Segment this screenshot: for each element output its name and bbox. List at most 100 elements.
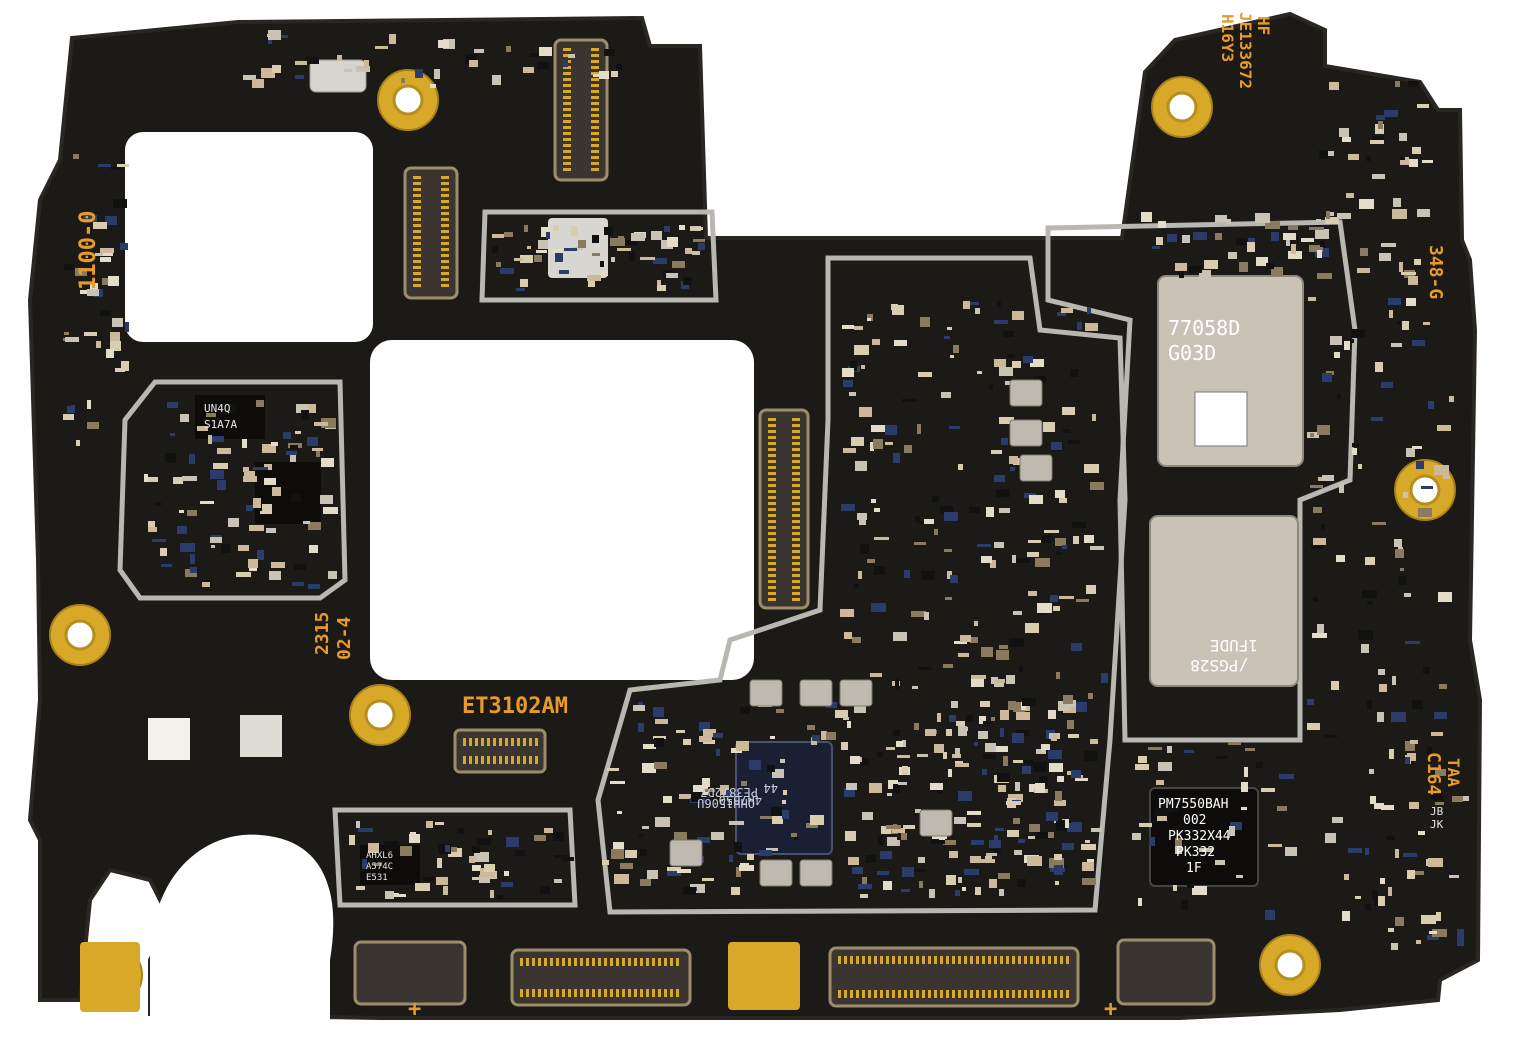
smd-part bbox=[720, 785, 729, 795]
connector-pin bbox=[591, 60, 599, 63]
bottom-left-cutout bbox=[150, 834, 334, 1039]
connector-pin bbox=[413, 188, 421, 191]
smd-part bbox=[180, 414, 189, 422]
connector-pin bbox=[574, 989, 577, 997]
smd-part bbox=[1434, 465, 1449, 475]
smd-part bbox=[1386, 836, 1395, 840]
connector-pin bbox=[493, 738, 496, 746]
smd-part bbox=[917, 424, 921, 434]
smd-part bbox=[985, 743, 996, 752]
connector-pin bbox=[441, 236, 449, 239]
smd-part bbox=[1236, 875, 1243, 878]
smd-part bbox=[1071, 770, 1081, 778]
smd-part bbox=[1016, 558, 1030, 563]
smd-part bbox=[161, 564, 172, 567]
connector-pin bbox=[792, 484, 800, 487]
connector-pin bbox=[493, 756, 496, 764]
smd-part bbox=[849, 392, 856, 396]
connector-pin bbox=[768, 538, 776, 541]
qorvo-text-4: 44 bbox=[764, 781, 778, 795]
smd-part bbox=[1033, 762, 1047, 772]
smd-part bbox=[1019, 666, 1023, 672]
smd-part bbox=[256, 400, 264, 407]
smd-part bbox=[602, 860, 609, 865]
connector-pin bbox=[563, 66, 571, 69]
connector-pin bbox=[922, 956, 925, 964]
smd-part bbox=[679, 225, 685, 230]
smd-part bbox=[248, 559, 258, 568]
smd-part bbox=[303, 521, 310, 524]
smd-part bbox=[1056, 672, 1060, 679]
smd-part bbox=[301, 410, 309, 420]
connector-pin bbox=[1000, 956, 1003, 964]
smd-part bbox=[1157, 813, 1167, 821]
smd-part bbox=[657, 285, 666, 291]
smd-part bbox=[685, 248, 692, 254]
smd-part bbox=[1431, 792, 1443, 800]
smd-part bbox=[914, 542, 926, 545]
connector-pin bbox=[517, 756, 520, 764]
shield-right bbox=[1045, 219, 1358, 743]
connector-pin bbox=[988, 990, 991, 998]
smd-part bbox=[1379, 684, 1387, 692]
smd-part bbox=[667, 237, 678, 247]
smd-part bbox=[1325, 833, 1336, 843]
smd-part bbox=[980, 701, 990, 707]
jb-text-1: JB bbox=[1430, 805, 1444, 818]
connector-pin bbox=[441, 206, 449, 209]
smd-part bbox=[1058, 701, 1070, 711]
smd-part bbox=[260, 511, 272, 514]
smd-part bbox=[477, 838, 491, 845]
connector-small-center bbox=[453, 728, 547, 774]
smd-part bbox=[534, 255, 542, 262]
smd-part bbox=[1408, 81, 1419, 87]
smd-part bbox=[95, 253, 103, 256]
smd-part bbox=[210, 537, 222, 543]
smd-part bbox=[941, 392, 951, 398]
smd-part bbox=[1070, 369, 1078, 377]
connector-pin bbox=[768, 580, 776, 583]
connector-pin bbox=[463, 738, 466, 746]
smd-part bbox=[316, 448, 320, 457]
smd-part bbox=[100, 248, 114, 253]
smd-part bbox=[599, 71, 609, 79]
connector-pin bbox=[976, 990, 979, 998]
smd-part bbox=[919, 521, 927, 524]
smd-part bbox=[1421, 915, 1436, 924]
smd-part bbox=[1065, 819, 1069, 828]
smd-part bbox=[887, 793, 892, 796]
smd-part bbox=[944, 549, 952, 552]
connector-pin bbox=[768, 532, 776, 535]
smd-part bbox=[236, 572, 251, 577]
smd-part bbox=[854, 326, 863, 330]
smd-part bbox=[736, 741, 749, 751]
inductor bbox=[1009, 379, 1043, 407]
top-right-code-1: JE133672 bbox=[1236, 12, 1255, 89]
smd-part bbox=[772, 769, 784, 778]
smd-part bbox=[1277, 806, 1287, 811]
smd-part bbox=[1042, 535, 1051, 543]
connector-pin bbox=[591, 96, 599, 99]
smd-part bbox=[474, 49, 484, 53]
smd-part bbox=[955, 763, 969, 767]
smd-part bbox=[1326, 211, 1330, 219]
smd-part bbox=[1149, 837, 1155, 846]
connector-pin bbox=[413, 254, 421, 257]
smd-part bbox=[1068, 440, 1080, 444]
connector-pin bbox=[634, 989, 637, 997]
smd-part bbox=[1436, 912, 1441, 921]
smd-part bbox=[1073, 536, 1079, 544]
smd-part bbox=[977, 544, 991, 547]
smd-part bbox=[1049, 858, 1064, 868]
connector-pin bbox=[591, 54, 599, 57]
connector-pin bbox=[940, 956, 943, 964]
connector-pin bbox=[413, 278, 421, 281]
smd-part bbox=[1055, 791, 1062, 801]
smd-part bbox=[866, 855, 876, 863]
connector-pin bbox=[792, 424, 800, 427]
smd-part bbox=[1092, 414, 1096, 421]
smd-part bbox=[337, 55, 342, 61]
smd-part bbox=[472, 877, 479, 880]
smd-part bbox=[655, 817, 670, 827]
smd-part bbox=[384, 841, 399, 849]
